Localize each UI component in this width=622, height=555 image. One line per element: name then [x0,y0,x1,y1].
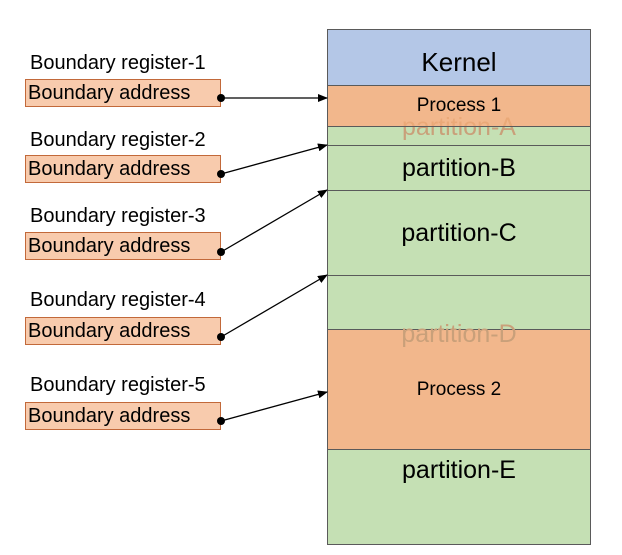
boundary-address-box-2: Boundary address [25,155,221,183]
partition-e-block: partition-E [327,449,591,545]
register-label-2: Boundary register-2 [30,129,206,151]
boundary-address-box-4: Boundary address [25,317,221,345]
partition-c-label: partition-C [401,218,517,247]
pointer-dot-1 [217,94,225,102]
arrow-3 [220,189,328,253]
arrow-5 [220,390,328,422]
process-2-block: Process 2 [327,329,591,450]
partition-b-label: partition-B [402,153,516,182]
register-label-1: Boundary register-1 [30,52,206,74]
boundary-address-box-3: Boundary address [25,232,221,260]
boundary-address-box-5: Boundary address [25,402,221,430]
register-label-4: Boundary register-4 [30,289,206,311]
boundary-address-box-1: Boundary address [25,79,221,107]
kernel-block: Kernel [327,29,591,86]
process-2-label: Process 2 [416,378,502,400]
pointer-dot-2 [217,170,225,178]
partition-c-block: partition-C [327,190,591,276]
partition-d-label: partition-D [401,320,517,348]
register-label-5: Boundary register-5 [30,374,206,396]
pointer-dot-4 [217,333,225,341]
pointer-dot-5 [217,417,225,425]
partition-b-block: partition-B [327,145,591,191]
process-1-label: Process 1 [416,95,502,116]
arrow-2 [220,143,328,175]
partition-e-label: partition-E [402,456,516,484]
kernel-label: Kernel [421,47,497,77]
partition-d-block [327,275,591,330]
pointer-dot-3 [217,248,225,256]
process-1-block: Process 1 [327,85,591,127]
arrow-4 [220,274,328,338]
register-label-3: Boundary register-3 [30,205,206,227]
